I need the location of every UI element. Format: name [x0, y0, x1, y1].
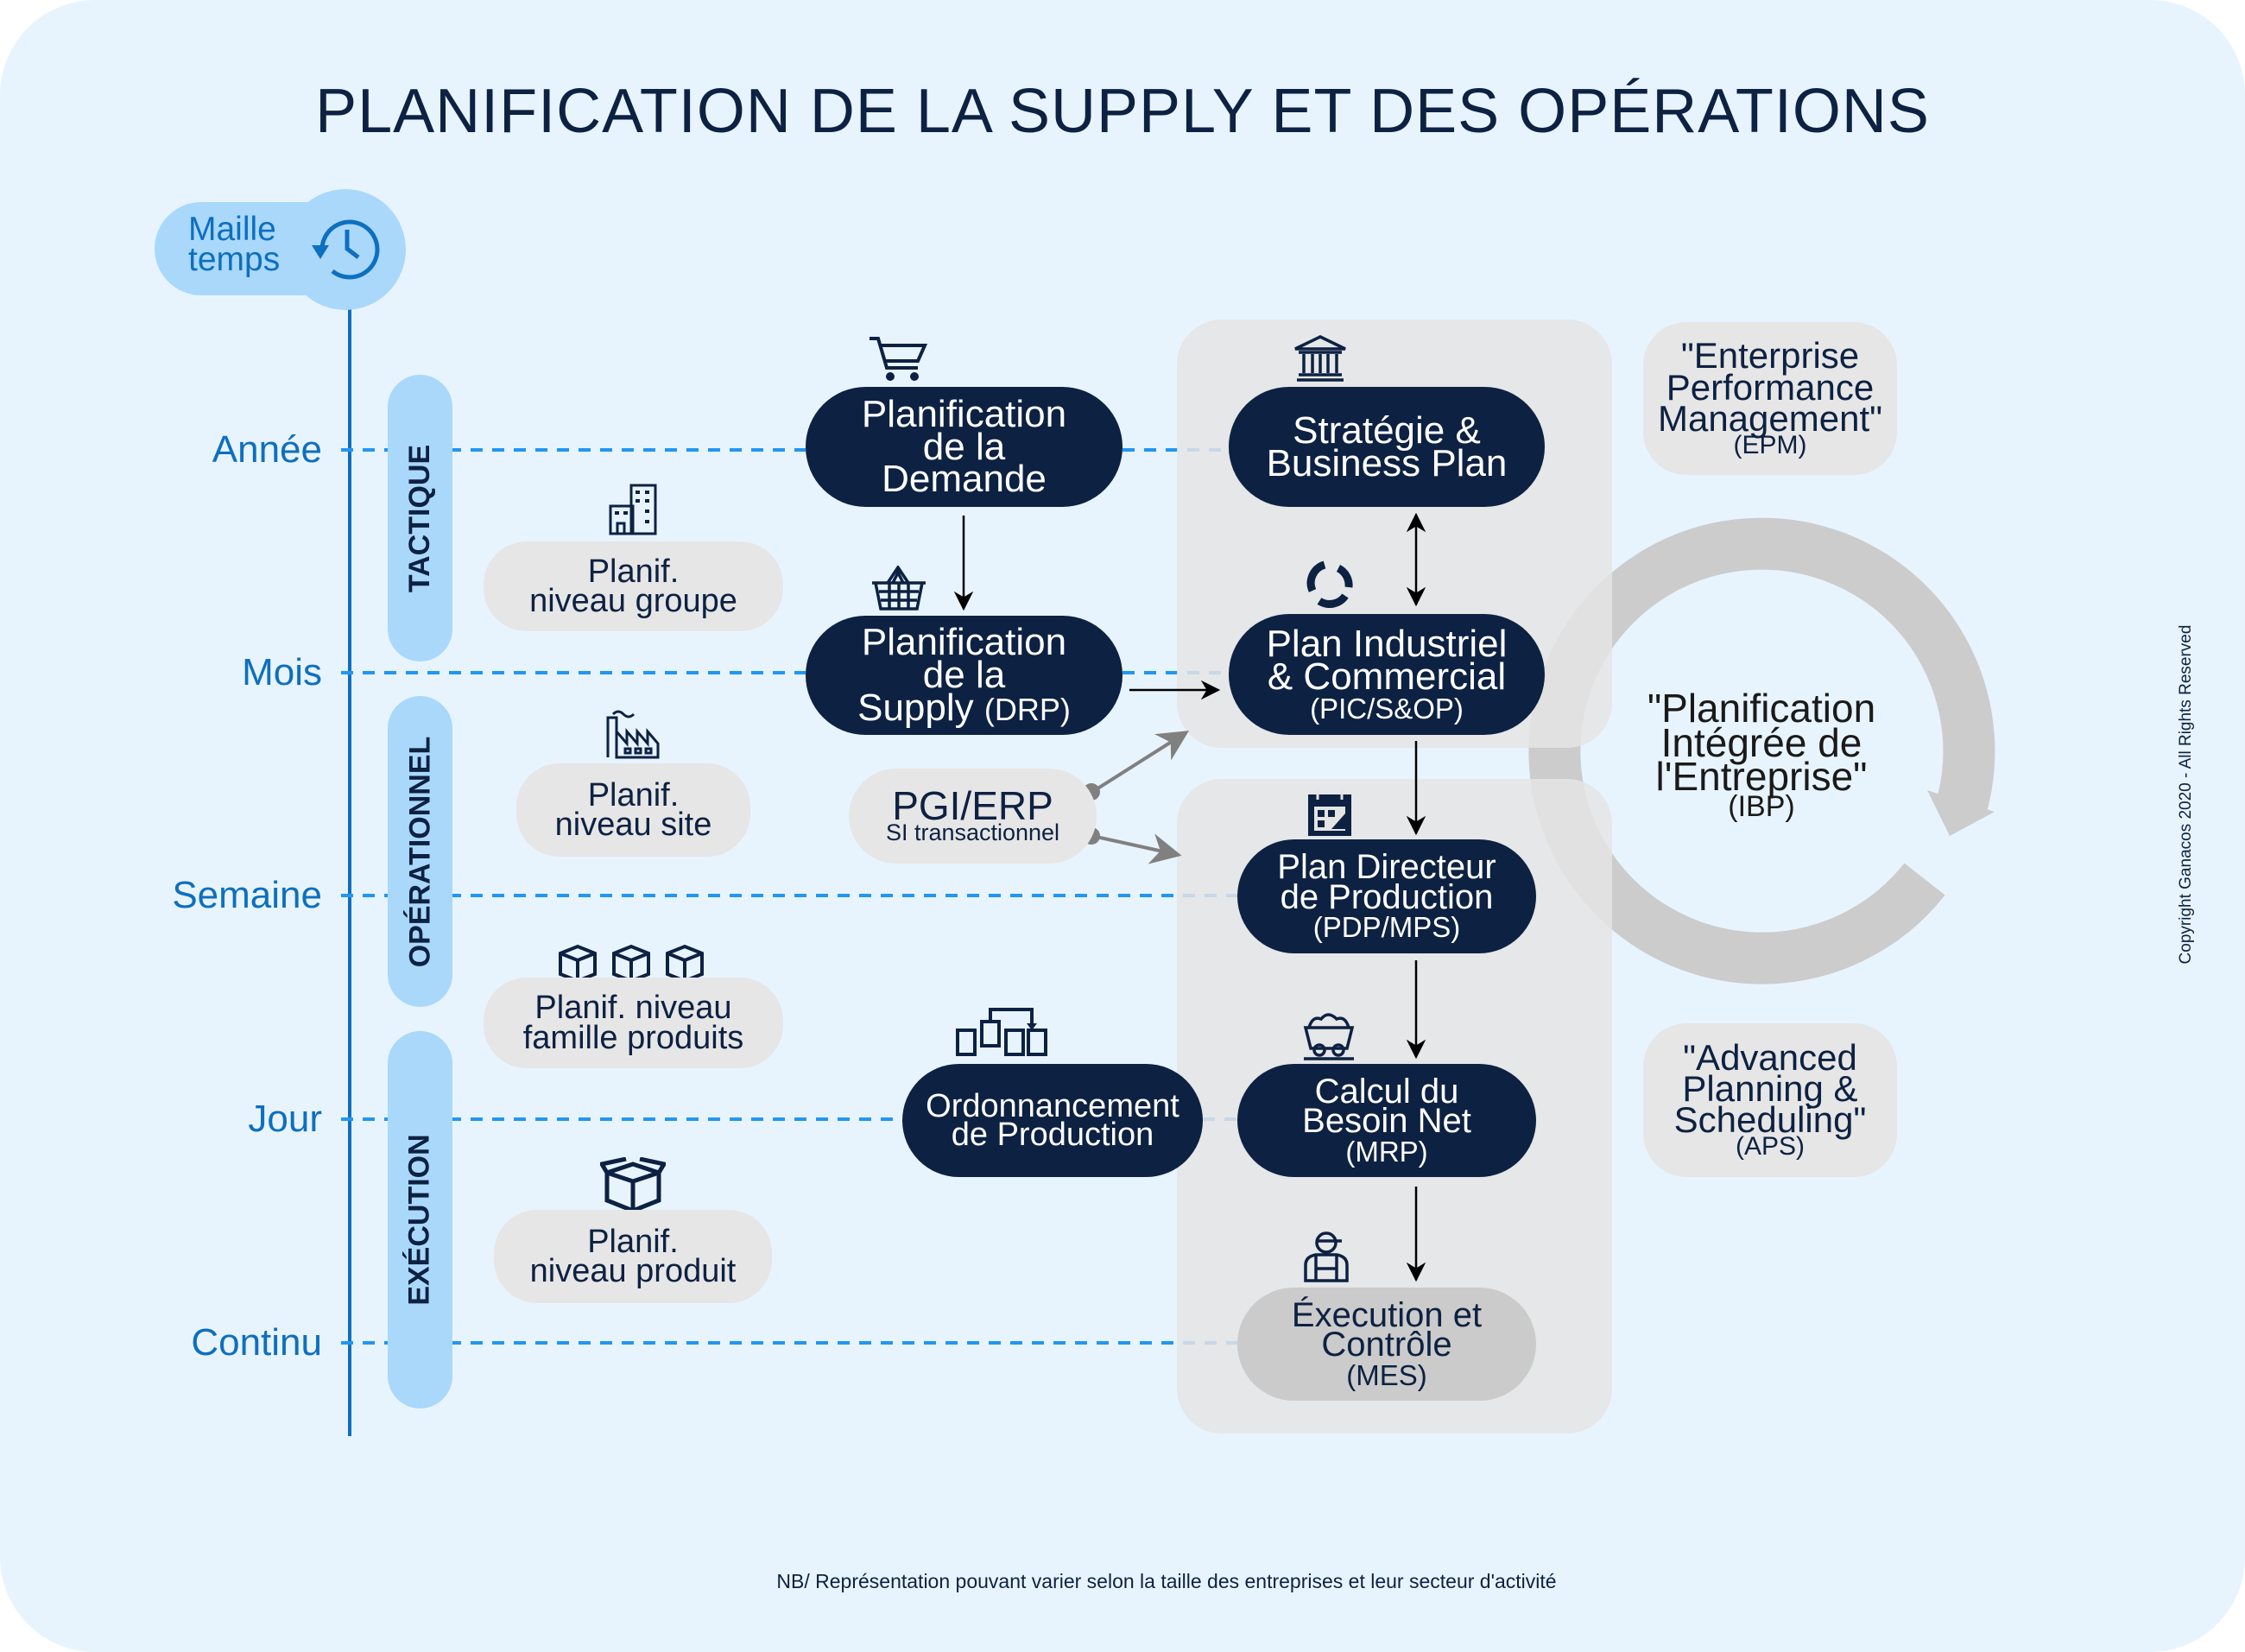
node-line: Besoin Net [1302, 1102, 1471, 1141]
footnote: NB/ Représentation pouvant varier selon … [776, 1570, 1557, 1592]
node-line: Supply [857, 686, 974, 729]
copyright-text: Copyright Ganacos 2020 - All Rights Rese… [2177, 624, 2195, 965]
mine-cart-icon [1303, 1013, 1355, 1060]
phase-tactique: TACTIQUE [388, 375, 452, 661]
level-line2: niveau site [554, 807, 712, 843]
shopping-cart-icon [870, 337, 928, 381]
time-gridlines [341, 448, 1237, 1345]
bank-icon [1294, 335, 1346, 382]
time-header-label: Maille temps [188, 211, 281, 279]
erp-subtitle: SI transactionnel [885, 820, 1060, 846]
node-line: Planification [861, 621, 1067, 664]
level-site: Planif.niveau site [516, 763, 750, 857]
level-line2: famille produits [522, 1019, 744, 1056]
node-mes: Éxecution et Contrôle (MES) [1237, 1288, 1536, 1401]
aps-acronym: (APS) [1735, 1132, 1805, 1161]
node-acronym: (PIC/S&OP) [1310, 692, 1464, 725]
level-line1: Planif. niveau [534, 990, 732, 1027]
phase-execution: EXÉCUTION [388, 1031, 452, 1408]
node-pdp: Plan Directeur de Production (PDP/MPS) [1237, 839, 1536, 953]
node-strategie: Stratégie & Business Plan [1229, 387, 1545, 507]
time-header-line1: Maille [188, 211, 276, 248]
level-line1: Planif. [587, 553, 680, 590]
aps-line: "Advanced [1683, 1036, 1857, 1078]
node-acronym: (PDP/MPS) [1312, 911, 1461, 944]
level-line2: niveau produit [529, 1253, 737, 1289]
node-line: Calcul du [1314, 1072, 1459, 1111]
epm-line: "Enterprise [1680, 335, 1860, 377]
box-icon [600, 1157, 666, 1213]
level-produit: Planif.niveau produit [494, 1210, 772, 1303]
node-line: Plan Industriel [1266, 622, 1508, 665]
time-header-line2: temps [188, 241, 281, 279]
aps-box: "Advanced Planning & Scheduling" (APS) [1643, 1023, 1897, 1177]
node-line: Business Plan [1266, 441, 1508, 484]
office-building-icon [609, 484, 657, 535]
node-pic: Plan Industriel & Commercial (PIC/S&OP) [1229, 614, 1545, 735]
epm-box: "Enterprise Performance Management" (EPM… [1643, 322, 1897, 475]
erp-title: PGI/ERP [892, 782, 1053, 828]
level-line2: niveau groupe [529, 583, 737, 619]
ibp-line: l'Entreprise" [1655, 754, 1868, 800]
node-line: Planification [861, 392, 1067, 435]
node-line: de Production [1280, 877, 1494, 916]
time-level-semaine: Semaine [172, 874, 322, 916]
node-line: Ordonnancement [926, 1087, 1179, 1124]
node-line: Plan Directeur [1277, 848, 1496, 887]
cycle-icon [1306, 560, 1353, 608]
basket-icon [872, 566, 926, 611]
phase-label: TACTIQUE [403, 444, 436, 592]
phase-label: OPÉRATIONNEL [403, 736, 437, 967]
node-line: & Commercial [1267, 655, 1507, 698]
node-line: de la [922, 425, 1006, 468]
level-line1: Planif. [587, 1223, 679, 1260]
page-title: PLANIFICATION DE LA SUPPLY ET DES OPÉRAT… [315, 77, 1930, 146]
node-line: de la [922, 654, 1006, 697]
time-level-jour: Jour [248, 1098, 322, 1140]
aps-line: Planning & [1682, 1068, 1858, 1110]
ibp-acronym: (IBP) [1728, 789, 1795, 823]
node-acronym: (DRP) [983, 691, 1071, 727]
level-line1: Planif. [587, 776, 680, 813]
aps-line: Scheduling" [1673, 1099, 1867, 1141]
worker-icon [1304, 1231, 1349, 1282]
node-acronym: (MRP) [1345, 1135, 1428, 1168]
level-groupe: Planif.niveau groupe [484, 541, 783, 631]
node-acronym: (MES) [1346, 1358, 1427, 1391]
node-line: de Production [951, 1116, 1154, 1153]
node-planification-demande: Planification de la Demande [806, 387, 1122, 507]
time-level-continu: Continu [191, 1321, 322, 1364]
node-mrp: Calcul du Besoin Net (MRP) [1237, 1064, 1536, 1177]
node-line: Stratégie & [1293, 408, 1481, 452]
history-clock-icon [312, 219, 380, 280]
time-level-annee: Année [212, 428, 322, 471]
node-line: Demande [882, 458, 1047, 501]
calendar-icon [1308, 789, 1351, 836]
phase-label: EXÉCUTION [403, 1134, 437, 1306]
node-line: Contrôle [1321, 1326, 1452, 1364]
epm-acronym: (EPM) [1733, 430, 1807, 459]
node-planification-supply: Planification de la Supply (DRP) [806, 616, 1122, 735]
node-line: Éxecution et [1291, 1295, 1483, 1334]
ibp-line: Intégrée de [1660, 719, 1862, 765]
erp-bubble: PGI/ERP SI transactionnel [849, 769, 1097, 864]
boxes-icon [559, 944, 704, 984]
epm-line: Management" [1657, 397, 1883, 439]
epm-line: Performance [1666, 366, 1875, 408]
time-level-mois: Mois [242, 651, 322, 693]
ibp-label: "Planification Intégrée de l'Entreprise"… [1606, 682, 1917, 829]
factory-icon [606, 710, 660, 759]
workflow-icon [956, 1008, 1047, 1056]
node-ordonnancement: Ordonnancement de Production [902, 1064, 1203, 1177]
phase-operationnel: OPÉRATIONNEL [388, 696, 452, 1007]
ibp-line: "Planification [1647, 686, 1876, 731]
